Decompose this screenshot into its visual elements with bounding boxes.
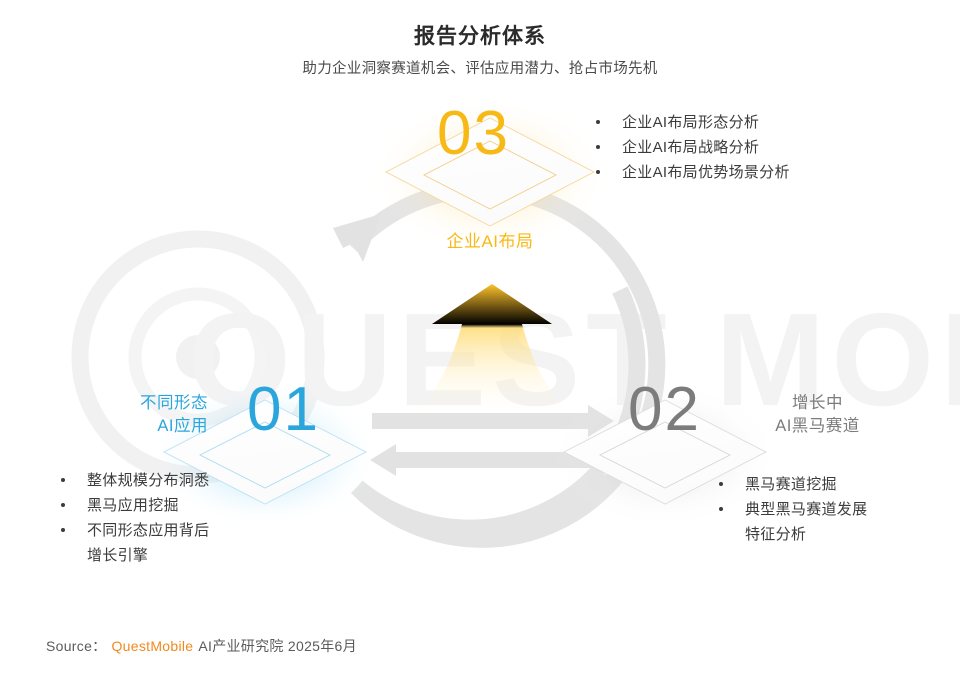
list-item: 企业AI布局优势场景分析 <box>592 160 932 185</box>
list-item-continuation: 增长引擎 <box>87 547 149 564</box>
node-label-01-line1: 不同形态 <box>140 394 208 412</box>
page-title: 报告分析体系 <box>414 25 546 48</box>
arc-arrowhead <box>333 214 381 262</box>
arrow-01-to-02 <box>372 405 614 437</box>
node-03-bullet-list: 企业AI布局形态分析 企业AI布局战略分析 企业AI布局优势场景分析 <box>592 110 932 185</box>
page-subtitle: 助力企业洞察赛道机会、评估应用潜力、抢占市场先机 <box>302 61 658 77</box>
node-02-bullet-list: 黑马赛道挖掘 典型黑马赛道发展 特征分析 <box>715 472 960 547</box>
node-label-02-line1: 增长中 <box>792 394 843 412</box>
list-item-continuation: 特征分析 <box>745 526 807 543</box>
node-label-02: 增长中 AI黑马赛道 <box>730 392 905 438</box>
list-item: 企业AI布局形态分析 <box>592 110 932 135</box>
node-label-01: 不同形态 AI应用 <box>48 392 208 438</box>
node-01-bullet-list: 整体规模分布洞悉 黑马应用挖掘 不同形态应用背后 增长引擎 <box>57 468 327 568</box>
node-label-03: 企业AI布局 <box>390 230 590 253</box>
list-item: 企业AI布局战略分析 <box>592 135 932 160</box>
node-number-01: 01 <box>247 375 320 444</box>
node-number-03: 03 <box>437 99 510 168</box>
up-arrow-to-03 <box>418 284 566 410</box>
list-item: 不同形态应用背后 <box>57 518 327 543</box>
list-item: 整体规模分布洞悉 <box>57 468 327 493</box>
list-item: 典型黑马赛道发展 <box>715 497 960 522</box>
node-label-02-line2: AI黑马赛道 <box>775 417 860 435</box>
source-suffix: AI产业研究院 2025年6月 <box>198 638 357 654</box>
list-item: 黑马应用挖掘 <box>57 493 327 518</box>
list-item: 黑马赛道挖掘 <box>715 472 960 497</box>
node-label-01-line2: AI应用 <box>157 417 208 435</box>
source-prefix: Source： <box>46 638 107 654</box>
source-brand: QuestMobile <box>111 638 194 654</box>
header: 报告分析体系 助力企业洞察赛道机会、评估应用潜力、抢占市场先机 <box>0 22 960 81</box>
arrow-02-to-01 <box>370 444 612 476</box>
node-number-02: 02 <box>628 375 701 444</box>
node-label-03-line1: 企业AI布局 <box>446 232 534 251</box>
